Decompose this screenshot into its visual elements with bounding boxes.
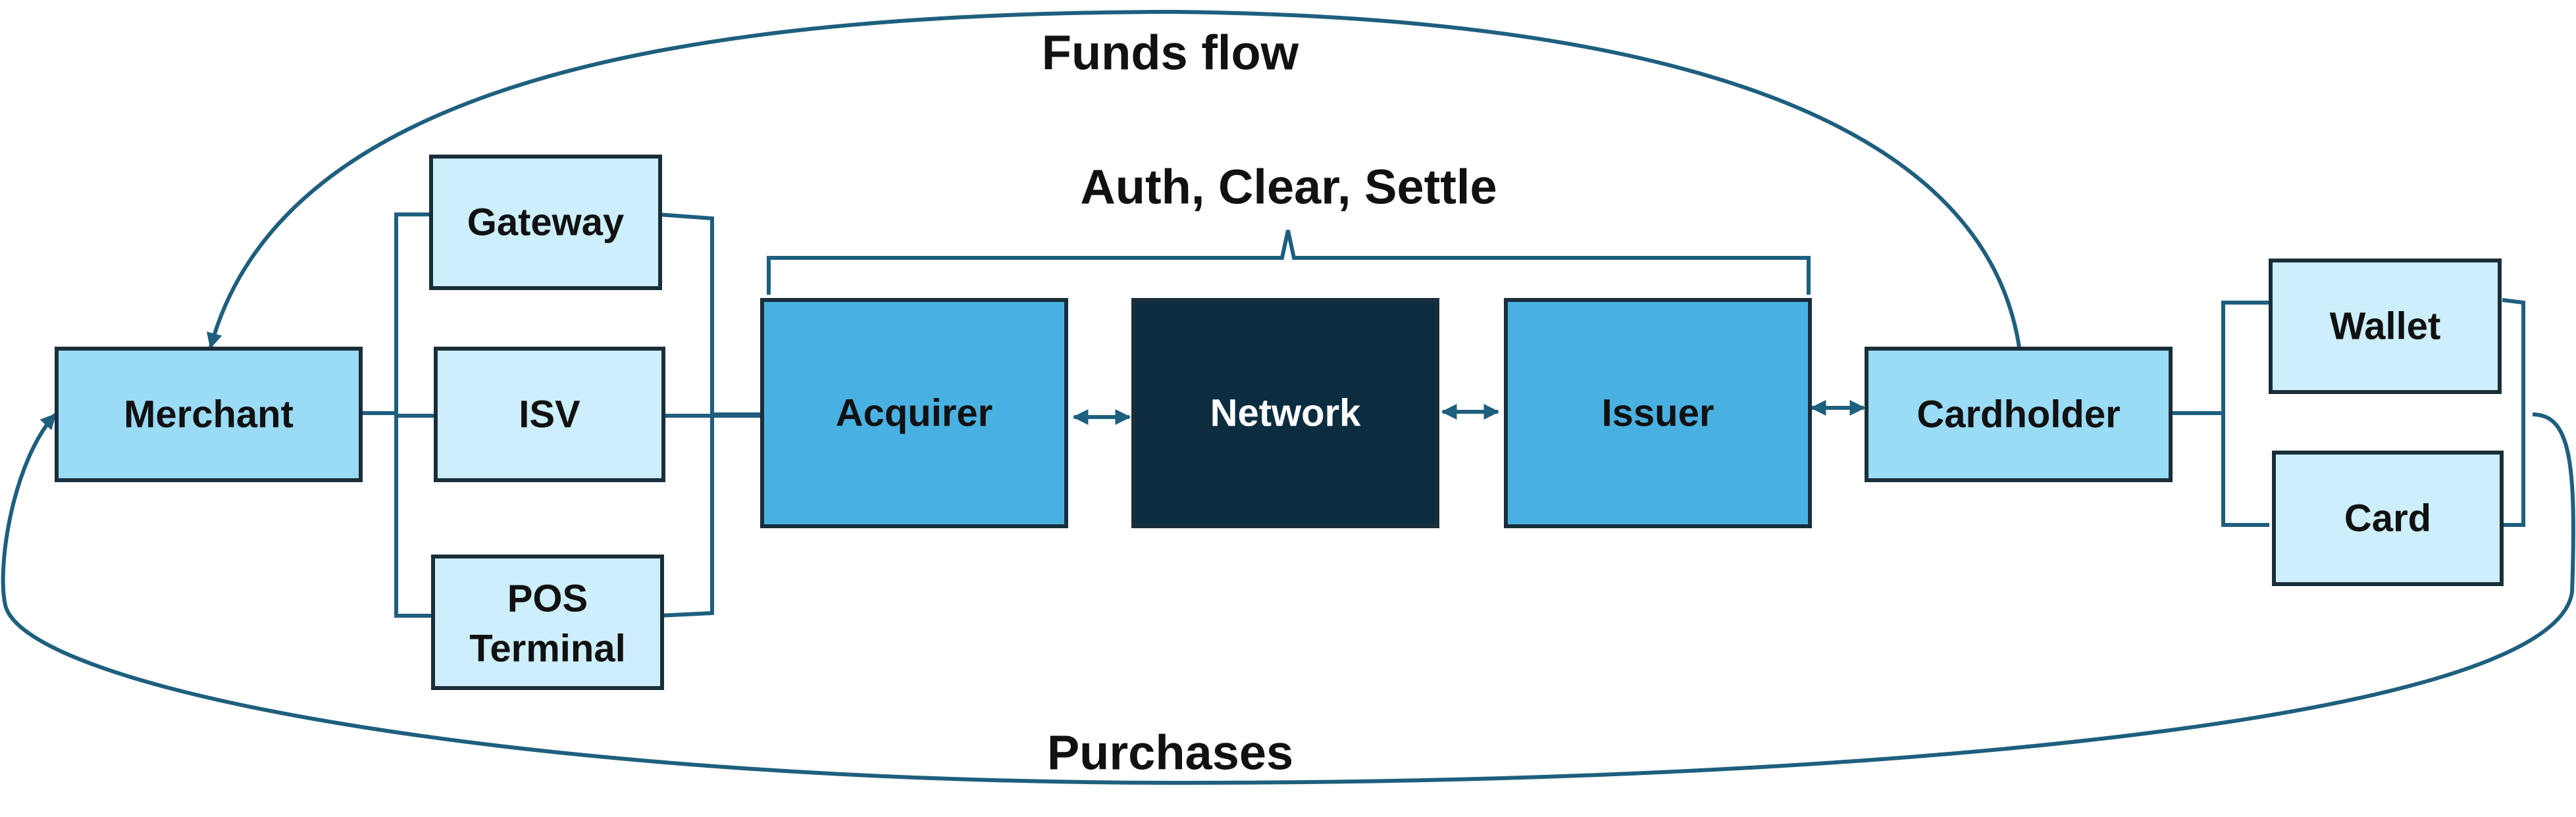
pos-terminal-node: POS Terminal (431, 555, 664, 690)
card-node: Card (2272, 451, 2504, 586)
cardholder-label: Cardholder (1917, 393, 2120, 436)
instruments-right-bracket (2502, 298, 2525, 527)
isv-label: ISV (519, 393, 580, 436)
auth-clear-settle-bracket (767, 230, 1811, 295)
merchant-node: Merchant (55, 347, 363, 482)
isv-node: ISV (434, 347, 665, 482)
gateway-label: Gateway (467, 201, 625, 244)
pos-label-line2: Terminal (469, 628, 625, 670)
network-label: Network (1210, 392, 1362, 435)
issuer-node: Issuer (1504, 298, 1812, 528)
issuer-label: Issuer (1602, 392, 1714, 435)
wallet-label: Wallet (2330, 305, 2441, 348)
cardholder-instruments-bracket (2171, 301, 2269, 527)
intermediaries-right-bracket (657, 212, 762, 618)
merchant-label: Merchant (124, 393, 294, 436)
pos-label-line1: POS (507, 578, 588, 620)
auth-clear-settle-label: Auth, Clear, Settle (1080, 160, 1497, 214)
purchases-label: Purchases (1047, 726, 1293, 780)
card-label: Card (2344, 497, 2431, 540)
wallet-node: Wallet (2269, 259, 2502, 394)
network-node: Network (1131, 298, 1439, 528)
cardholder-node: Cardholder (1865, 347, 2173, 482)
purchases-loop (1, 412, 2575, 785)
acquirer-label: Acquirer (836, 392, 993, 435)
acquirer-node: Acquirer (760, 298, 1068, 528)
gateway-node: Gateway (429, 155, 662, 290)
funds-flow-label: Funds flow (1042, 26, 1299, 80)
funds-flow-arc (207, 9, 2021, 349)
